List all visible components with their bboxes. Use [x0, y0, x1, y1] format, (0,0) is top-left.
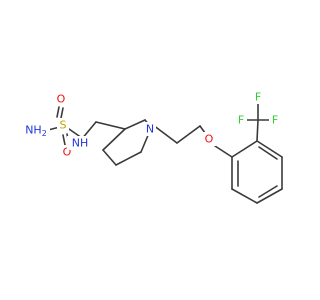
atom-label-f-right: F	[272, 114, 278, 127]
bond-s-o-bottom-1	[62, 134, 66, 146]
bond-ch2b-o	[199, 125, 206, 134]
bond-ch2a-ch2b	[176, 125, 201, 144]
atom-label-f-top: F	[255, 91, 261, 104]
bond-ar1-ar2	[231, 140, 258, 158]
bond-ar4-ar5-inner	[258, 185, 278, 198]
atom-label-n-ring: N	[146, 123, 154, 136]
bond-ar4-ar5	[256, 188, 283, 204]
atom-label-f-left: F	[238, 114, 244, 127]
bond-ar2-cf3	[256, 119, 259, 142]
atom-label-nh: NH	[72, 137, 89, 150]
atom-label-o-ether: O	[205, 133, 214, 146]
bond-ch2-c3	[95, 121, 126, 130]
bond-s-o-top-1	[56, 106, 60, 118]
bond-ar2-ar3-inner	[258, 146, 278, 160]
bond-ar2-ar3	[256, 140, 283, 158]
atom-label-o-top: O	[57, 93, 66, 106]
bond-ar5-ar6	[231, 188, 258, 204]
atom-label-s: S	[60, 119, 67, 132]
bond-c3-c2	[124, 119, 146, 130]
molecule-structure: NH2 S O O NH N O F F F	[20, 90, 283, 204]
atom-label-nh2: NH2	[25, 124, 47, 138]
atom-labels: NH2 S O O NH N O F F F	[20, 90, 281, 159]
bond-o-aryl	[214, 145, 233, 158]
bonds	[47, 103, 283, 204]
atom-label-o-bottom: O	[63, 146, 72, 159]
bond-n-ch2a	[152, 124, 178, 144]
bond-c5-c4	[102, 149, 117, 166]
bond-s-o-top-2	[60, 107, 64, 119]
bond-c4-c3	[102, 128, 126, 151]
bond-n-c6	[140, 132, 150, 153]
bond-c6-c5	[115, 151, 142, 166]
